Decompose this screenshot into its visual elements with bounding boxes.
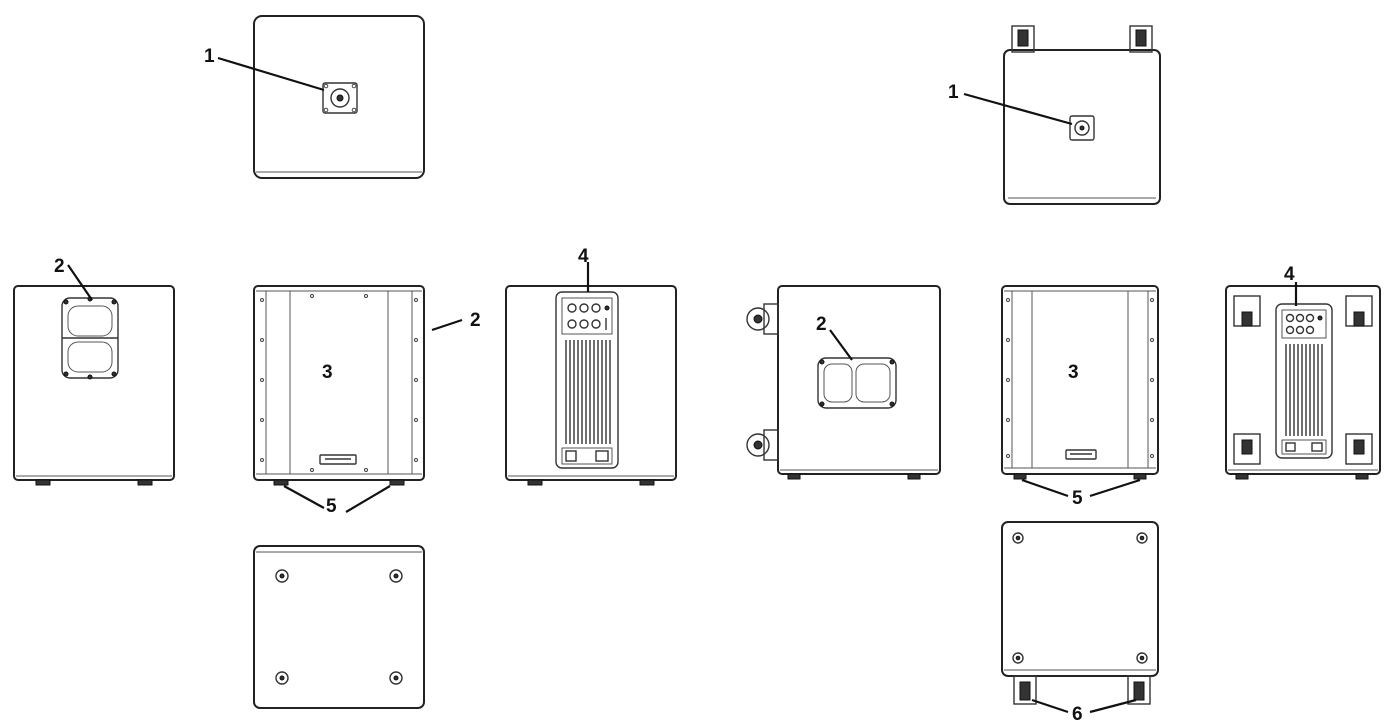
leader-line bbox=[1021, 478, 1069, 498]
caster-icon bbox=[746, 429, 779, 461]
caster-icon bbox=[1345, 433, 1373, 465]
caster-icon bbox=[1345, 295, 1373, 327]
caster-icon bbox=[1129, 25, 1153, 53]
callout-3: 3 bbox=[1068, 362, 1079, 383]
left-rear-view: 4 bbox=[505, 246, 677, 486]
callout-4: 4 bbox=[1284, 264, 1295, 285]
left-top-view: 1 bbox=[204, 15, 425, 179]
callout-5: 5 bbox=[326, 496, 337, 517]
caster-icon bbox=[1233, 433, 1261, 465]
callout-2: 2 bbox=[54, 256, 65, 277]
left-side-view: 2 bbox=[13, 256, 175, 486]
leader-line bbox=[963, 92, 1073, 126]
logo-badge bbox=[319, 454, 357, 465]
amplifier-panel bbox=[1275, 303, 1333, 459]
right-front-view: 3 5 bbox=[1001, 285, 1159, 509]
callout-1: 1 bbox=[204, 46, 215, 67]
callout-1: 1 bbox=[948, 82, 959, 103]
pole-mount-socket bbox=[1069, 115, 1095, 141]
left-front-view: 3 2 5 bbox=[253, 285, 481, 517]
caster-icon bbox=[746, 303, 779, 335]
leader-line bbox=[829, 329, 853, 361]
callout-5: 5 bbox=[1072, 488, 1083, 509]
pole-mount-socket bbox=[322, 82, 358, 114]
callout-3: 3 bbox=[322, 362, 333, 383]
callout-4: 4 bbox=[578, 246, 589, 267]
handle bbox=[817, 357, 897, 409]
caster-icon bbox=[1011, 25, 1035, 53]
leader-line bbox=[67, 264, 93, 301]
right-bottom-view: 6 bbox=[1001, 521, 1159, 725]
leader-line bbox=[1089, 698, 1137, 714]
caster-icon bbox=[1013, 675, 1037, 705]
callout-6: 6 bbox=[1072, 704, 1083, 725]
logo-badge bbox=[1065, 449, 1097, 460]
amplifier-panel bbox=[555, 291, 619, 469]
caster-icon bbox=[1233, 295, 1261, 327]
callout-2: 2 bbox=[816, 314, 827, 335]
right-top-view: 1 bbox=[948, 25, 1161, 205]
leader-line bbox=[283, 485, 325, 509]
left-bottom-view bbox=[253, 545, 425, 709]
leader-line bbox=[345, 485, 391, 513]
leader-line bbox=[217, 56, 325, 92]
leader-line bbox=[1089, 478, 1141, 498]
callout-2: 2 bbox=[470, 310, 481, 331]
right-rear-view: 4 bbox=[1225, 264, 1381, 480]
right-side-view: 2 bbox=[746, 285, 941, 480]
leader-line bbox=[431, 318, 463, 332]
leader-line bbox=[1031, 698, 1069, 714]
caster-icon bbox=[1127, 675, 1151, 705]
